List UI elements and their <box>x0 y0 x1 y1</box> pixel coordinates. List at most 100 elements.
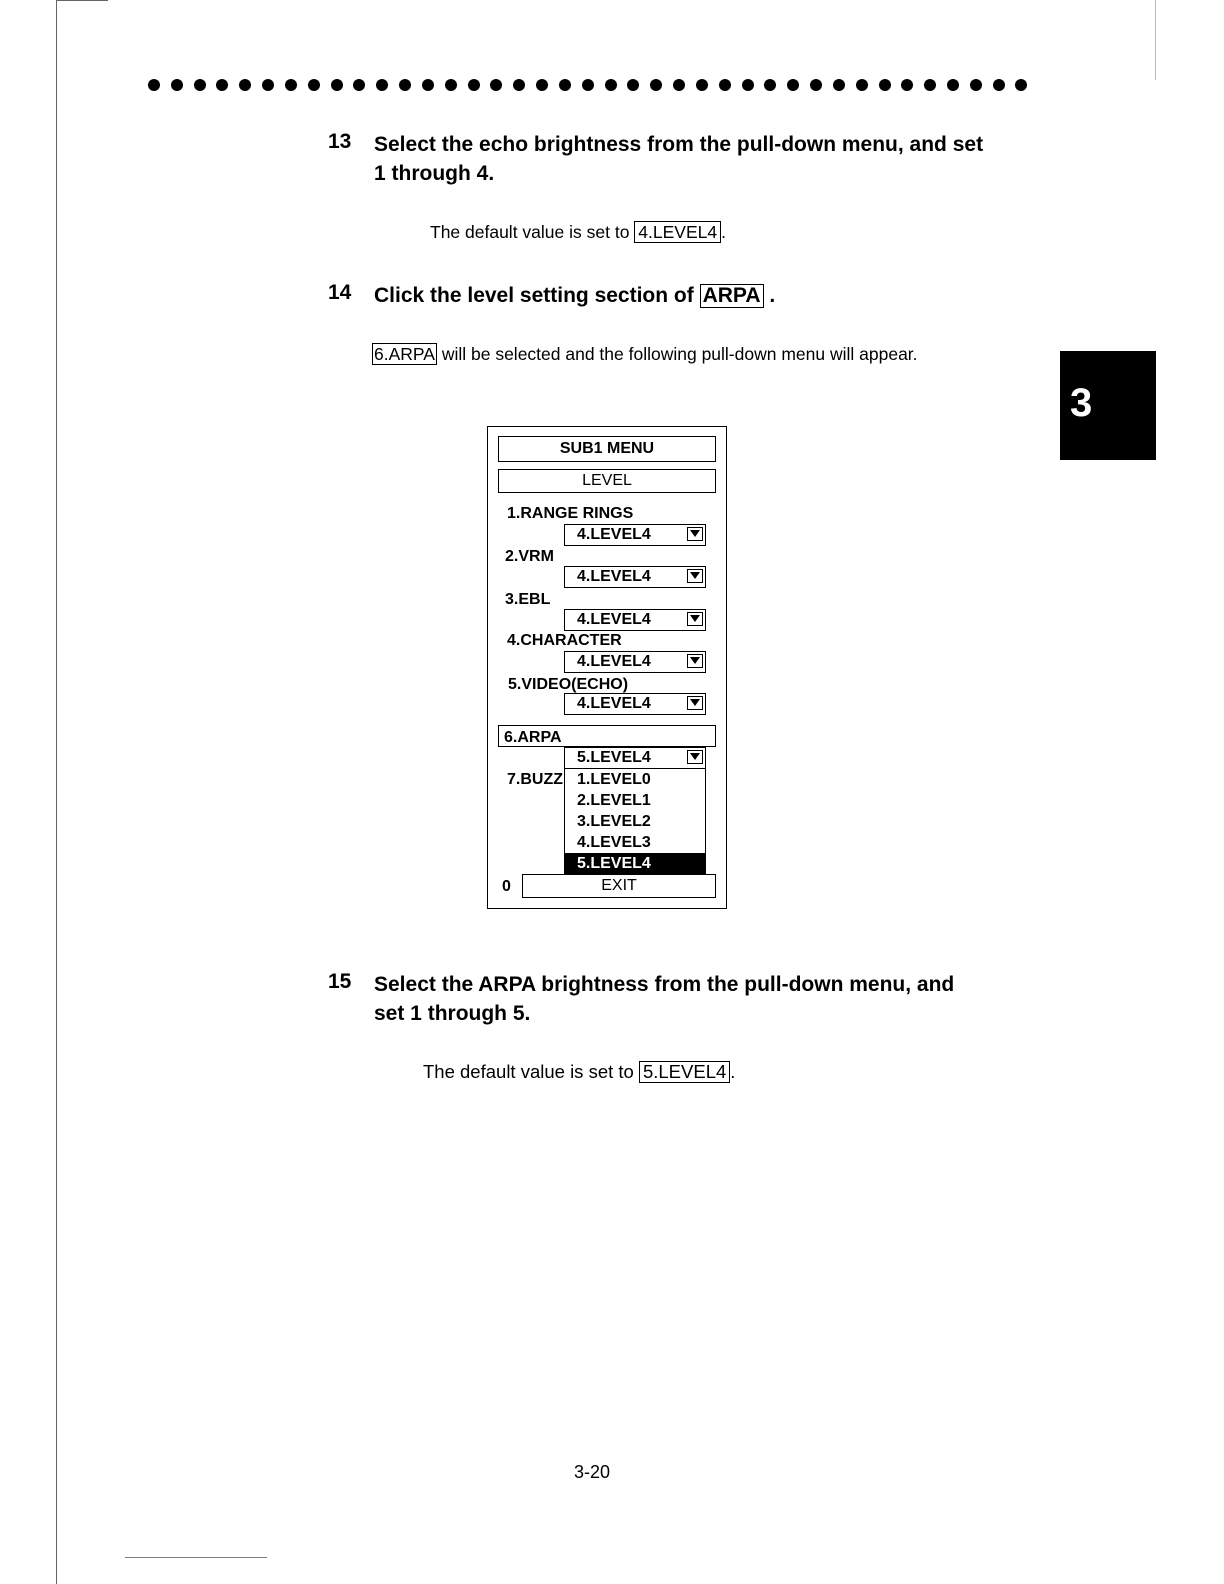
step-15-default-value: 5.LEVEL4 <box>638 1061 731 1083</box>
divider-dot <box>239 79 252 91</box>
page-edge-left <box>56 0 57 1584</box>
range-rings-value: 4.LEVEL4 <box>577 526 651 543</box>
divider-dot <box>627 79 640 91</box>
divider-dot <box>673 79 686 91</box>
chevron-down-icon[interactable] <box>687 696 703 710</box>
step-13-number: 13 <box>328 130 352 153</box>
divider-dot <box>764 79 777 91</box>
ebl-value: 4.LEVEL4 <box>577 611 651 628</box>
step-14-note-text: will be selected and the following pull-… <box>441 344 918 364</box>
divider-dot <box>330 79 343 91</box>
dot-divider <box>148 76 1028 94</box>
chevron-down-icon[interactable] <box>687 654 703 668</box>
arpa-dropdown-list: 1.LEVEL0 2.LEVEL1 3.LEVEL2 4.LEVEL3 5.LE… <box>564 768 706 876</box>
step-14-title-text: Click the level setting section of <box>374 284 694 307</box>
step-13-title-line1: Select the echo brightness from the pull… <box>374 133 984 156</box>
page-edge-bottom-line <box>125 1557 267 1558</box>
menu-item-arpa-label: 6.ARPA <box>504 729 562 746</box>
step-15-title-line1: Select the ARPA brightness from the pull… <box>374 973 955 996</box>
menu-item-buzzer-label: 7.BUZZ <box>507 771 563 788</box>
arpa-value: 5.LEVEL4 <box>577 749 651 766</box>
divider-dot <box>421 79 434 91</box>
divider-dot <box>558 79 571 91</box>
step-15-number: 15 <box>328 970 352 993</box>
divider-dot <box>399 79 412 91</box>
divider-dot <box>1015 79 1028 91</box>
step-13-title-line2: 1 through 4. <box>374 162 495 185</box>
step-15-note: The default value is set to 5.LEVEL4. <box>423 1061 735 1083</box>
step-13-default-value: 4.LEVEL4 <box>634 221 722 243</box>
exit-button[interactable]: EXIT <box>522 874 716 898</box>
divider-dot <box>741 79 754 91</box>
menu-item-range-rings-label: 1.RANGE RINGS <box>507 505 634 522</box>
page-edge-right <box>1155 0 1156 80</box>
divider-dot <box>216 79 229 91</box>
step-14-arpa-box: ARPA <box>699 284 764 308</box>
character-value: 4.LEVEL4 <box>577 653 651 670</box>
divider-dot <box>718 79 731 91</box>
divider-dot <box>878 79 891 91</box>
divider-dot <box>855 79 868 91</box>
divider-dot <box>376 79 389 91</box>
page-edge-top <box>56 0 108 1</box>
menu-item-character-label: 4.CHARACTER <box>507 632 622 649</box>
chapter-tab: 3 <box>1060 351 1156 460</box>
step-15-note-period: . <box>730 1061 736 1082</box>
dropdown-option-level4-selected[interactable]: 5.LEVEL4 <box>565 853 705 874</box>
step-14-number: 14 <box>328 281 352 304</box>
divider-dot <box>148 79 160 91</box>
divider-dot <box>650 79 663 91</box>
divider-dot <box>695 79 708 91</box>
arpa-select[interactable]: 5.LEVEL4 <box>564 747 706 769</box>
divider-dot <box>170 79 183 91</box>
divider-dot <box>353 79 366 91</box>
chevron-down-icon[interactable] <box>687 750 703 764</box>
step-14-title-period: . <box>769 284 776 307</box>
divider-dot <box>581 79 594 91</box>
divider-dot <box>193 79 206 91</box>
dropdown-option-level2[interactable]: 3.LEVEL2 <box>577 813 651 830</box>
divider-dot <box>787 79 800 91</box>
step-15-title-line2: set 1 through 5. <box>374 1002 531 1025</box>
divider-dot <box>604 79 617 91</box>
character-select[interactable]: 4.LEVEL4 <box>564 651 706 673</box>
dropdown-option-level0[interactable]: 1.LEVEL0 <box>577 771 651 788</box>
divider-dot <box>444 79 457 91</box>
step-13-note-period: . <box>721 222 726 242</box>
chevron-down-icon[interactable] <box>687 569 703 583</box>
menu-subtitle: LEVEL <box>498 469 716 493</box>
video-echo-select[interactable]: 4.LEVEL4 <box>564 693 706 715</box>
chapter-number: 3 <box>1070 381 1093 425</box>
divider-dot <box>969 79 982 91</box>
vrm-select[interactable]: 4.LEVEL4 <box>564 566 706 588</box>
step-14-arpa-selected: 6.ARPA <box>372 343 437 365</box>
sub1-menu-panel: SUB1 MENU LEVEL 1.RANGE RINGS 4.LEVEL4 2… <box>487 426 727 909</box>
divider-dot <box>490 79 503 91</box>
step-13-title: Select the echo brightness from the pull… <box>374 130 1074 188</box>
range-rings-select[interactable]: 4.LEVEL4 <box>564 524 706 546</box>
dropdown-option-level3[interactable]: 4.LEVEL3 <box>577 834 651 851</box>
step-15-note-text: The default value is set to <box>423 1061 634 1082</box>
ebl-select[interactable]: 4.LEVEL4 <box>564 609 706 631</box>
divider-dot <box>262 79 275 91</box>
step-14-title: Click the level setting section of ARPA … <box>374 281 775 310</box>
video-echo-value: 4.LEVEL4 <box>577 695 651 712</box>
divider-dot <box>513 79 526 91</box>
menu-title: SUB1 MENU <box>498 436 716 462</box>
chevron-down-icon[interactable] <box>687 612 703 626</box>
step-14-note: 6.ARPA will be selected and the followin… <box>372 343 918 365</box>
exit-key-label: 0 <box>502 878 511 895</box>
divider-dot <box>307 79 320 91</box>
divider-dot <box>901 79 914 91</box>
menu-item-video-echo-label: 5.VIDEO(ECHO) <box>508 676 629 693</box>
step-13-note-text: The default value is set to <box>430 222 630 242</box>
divider-dot <box>924 79 937 91</box>
menu-item-arpa-row[interactable] <box>498 725 716 747</box>
dropdown-option-level1[interactable]: 2.LEVEL1 <box>577 792 651 809</box>
chevron-down-icon[interactable] <box>687 527 703 541</box>
page-number: 3-20 <box>574 1462 611 1482</box>
divider-dot <box>832 79 845 91</box>
divider-dot <box>536 79 549 91</box>
divider-dot <box>467 79 480 91</box>
step-13-note: The default value is set to 4.LEVEL4. <box>430 221 726 243</box>
